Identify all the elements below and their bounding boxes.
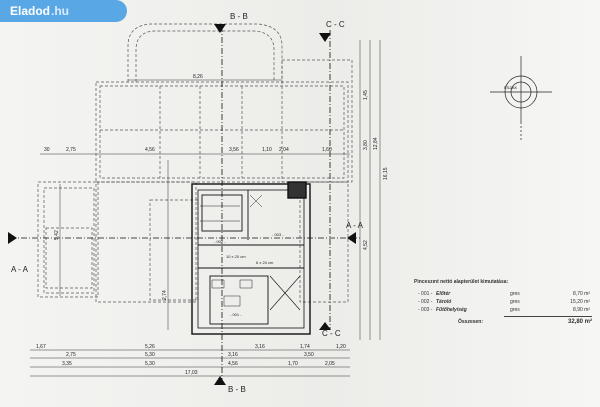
dim-bottom-r3-3: 4,56 (228, 361, 238, 367)
dim-bottom-r3-2: 5,30 (145, 361, 155, 367)
dim-bottom-r1-3: 3,16 (255, 344, 265, 350)
dim-bottom-r3-4: 1,70 (288, 361, 298, 367)
section-lines (10, 26, 360, 380)
dim-right-2: 3,80 (363, 140, 369, 150)
dim-bottom-r1-2: 5,26 (145, 344, 155, 350)
area-row-002: - 002 - Tároló gres 15,20 m² (418, 299, 590, 305)
area-summary-title: Pinceszınt nettó alapterület kimutatása: (414, 279, 509, 285)
dim-bottom-r1-1: 1,67 (36, 344, 46, 350)
dim-top-5: 2,04 (279, 147, 289, 153)
section-label-a-left: A - A (11, 265, 29, 274)
area-summary-table: Pinceszınt nettó alapterület kimutatása:… (414, 279, 600, 331)
north-arrow-icon (490, 56, 552, 140)
room-label-1: 10 x 20 cm (226, 254, 246, 259)
dim-top-7: 1,10 (262, 147, 272, 153)
dim-bottom-total: 17,03 (185, 370, 198, 376)
dim-top-3: 4,56 (145, 147, 155, 153)
dim-left-1: 5,42 (54, 230, 60, 240)
dim-top-8: 30 (44, 147, 50, 153)
room-label-2: - 002 - (214, 239, 226, 244)
dim-right-4: 12,84 (373, 137, 379, 150)
badge-brand: Eladod (10, 4, 51, 18)
total-rule (504, 316, 592, 317)
dim-bottom-r2-4: 3,50 (304, 352, 314, 358)
dim-bottom-r3-1: 3,35 (62, 361, 72, 367)
site-badge[interactable]: Eladod.hu (0, 0, 127, 22)
foundation-outline (37, 23, 353, 303)
dim-right-5: 16,15 (383, 167, 389, 180)
dim-left-2: 2,74 (162, 290, 168, 300)
section-arrows (8, 24, 356, 385)
area-row-003: - 003 - Fűtőhelyiség gres 8,90 m² (418, 307, 590, 313)
dim-top-1: 8,26 (193, 74, 203, 80)
dim-right-1: 1,45 (363, 90, 369, 100)
dim-bottom-r2-2: 5,30 (145, 352, 155, 358)
dim-bottom-r3-5: 2,05 (325, 361, 335, 367)
section-label-b-top: B - B (230, 12, 248, 21)
north-label: ÉSZAK (504, 85, 517, 90)
dim-right-3: 4,52 (363, 240, 369, 250)
dim-bottom-r1-5: 1,20 (336, 344, 346, 350)
room-label-3: 6 x 24 cm (256, 260, 274, 265)
dim-top-4: 3,56 (229, 147, 239, 153)
cellar-walls (191, 181, 311, 335)
total-value: 32,80 m² (567, 319, 592, 325)
area-row-001: - 001 - Előtér gres 8,70 m² (418, 291, 590, 297)
dimension-lines (30, 40, 381, 377)
dim-bottom-r2-3: 3,16 (228, 352, 238, 358)
section-label-b-bottom: B - B (228, 385, 246, 394)
wall-hatching (200, 194, 263, 307)
room-label-4: - 001 - (230, 312, 242, 317)
dim-bottom-r1-4: 1,74 (300, 344, 310, 350)
section-label-c-top: C - C (326, 20, 345, 29)
dim-top-2: 2,75 (66, 147, 76, 153)
dim-top-6: 1,60 (322, 147, 332, 153)
total-label: Összesen: (458, 319, 484, 325)
room-label-5: - 003 - (272, 232, 284, 237)
dim-bottom-r2-1: 2,75 (66, 352, 76, 358)
section-label-c-bottom: C - C (322, 329, 341, 338)
section-label-a-right: A - A (346, 221, 364, 230)
badge-tld: .hu (51, 4, 70, 18)
